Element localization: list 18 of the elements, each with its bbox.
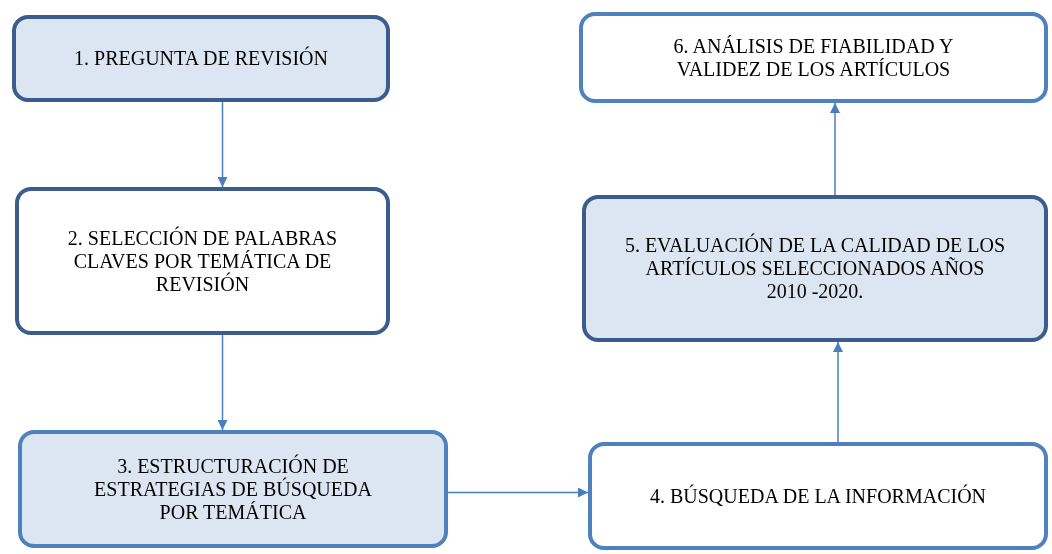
step-text: 2. SELECCIÓN DE PALABRAS CLAVES POR TEMÁTICA DE REVISIÓN xyxy=(66,226,339,296)
process-box xyxy=(588,442,1048,550)
arrow xyxy=(217,101,228,188)
process-box xyxy=(18,430,448,548)
step-text: 6. ANÁLISIS DE FIABILIDAD Y VALIDEZ DE LOS ARTÍCULOS xyxy=(672,34,955,81)
step-text: 1. PREGUNTA DE REVISIÓN xyxy=(74,47,328,70)
step-text: 2010 -2020. xyxy=(766,280,864,303)
step-text: 3. ESTRUCTURACIÓN DE ESTRATEGIAS DE BÚSQUEDA POR TEMÁTICA xyxy=(93,454,373,524)
step-text: 5. EVALUACIÓN DE LA CALIDAD DE LOS ARTÍCULOS SELECCIONADOS AÑOS xyxy=(623,234,1007,280)
arrow xyxy=(830,102,840,196)
process-box xyxy=(582,195,1048,342)
process-box xyxy=(12,15,390,102)
step-text: 4. BÚSQUEDA DE LA INFORMACIÓN xyxy=(649,484,987,508)
process-box xyxy=(15,187,390,335)
arrow xyxy=(217,334,228,431)
arrow xyxy=(447,487,589,498)
process-box xyxy=(579,12,1048,103)
arrow xyxy=(833,341,843,443)
